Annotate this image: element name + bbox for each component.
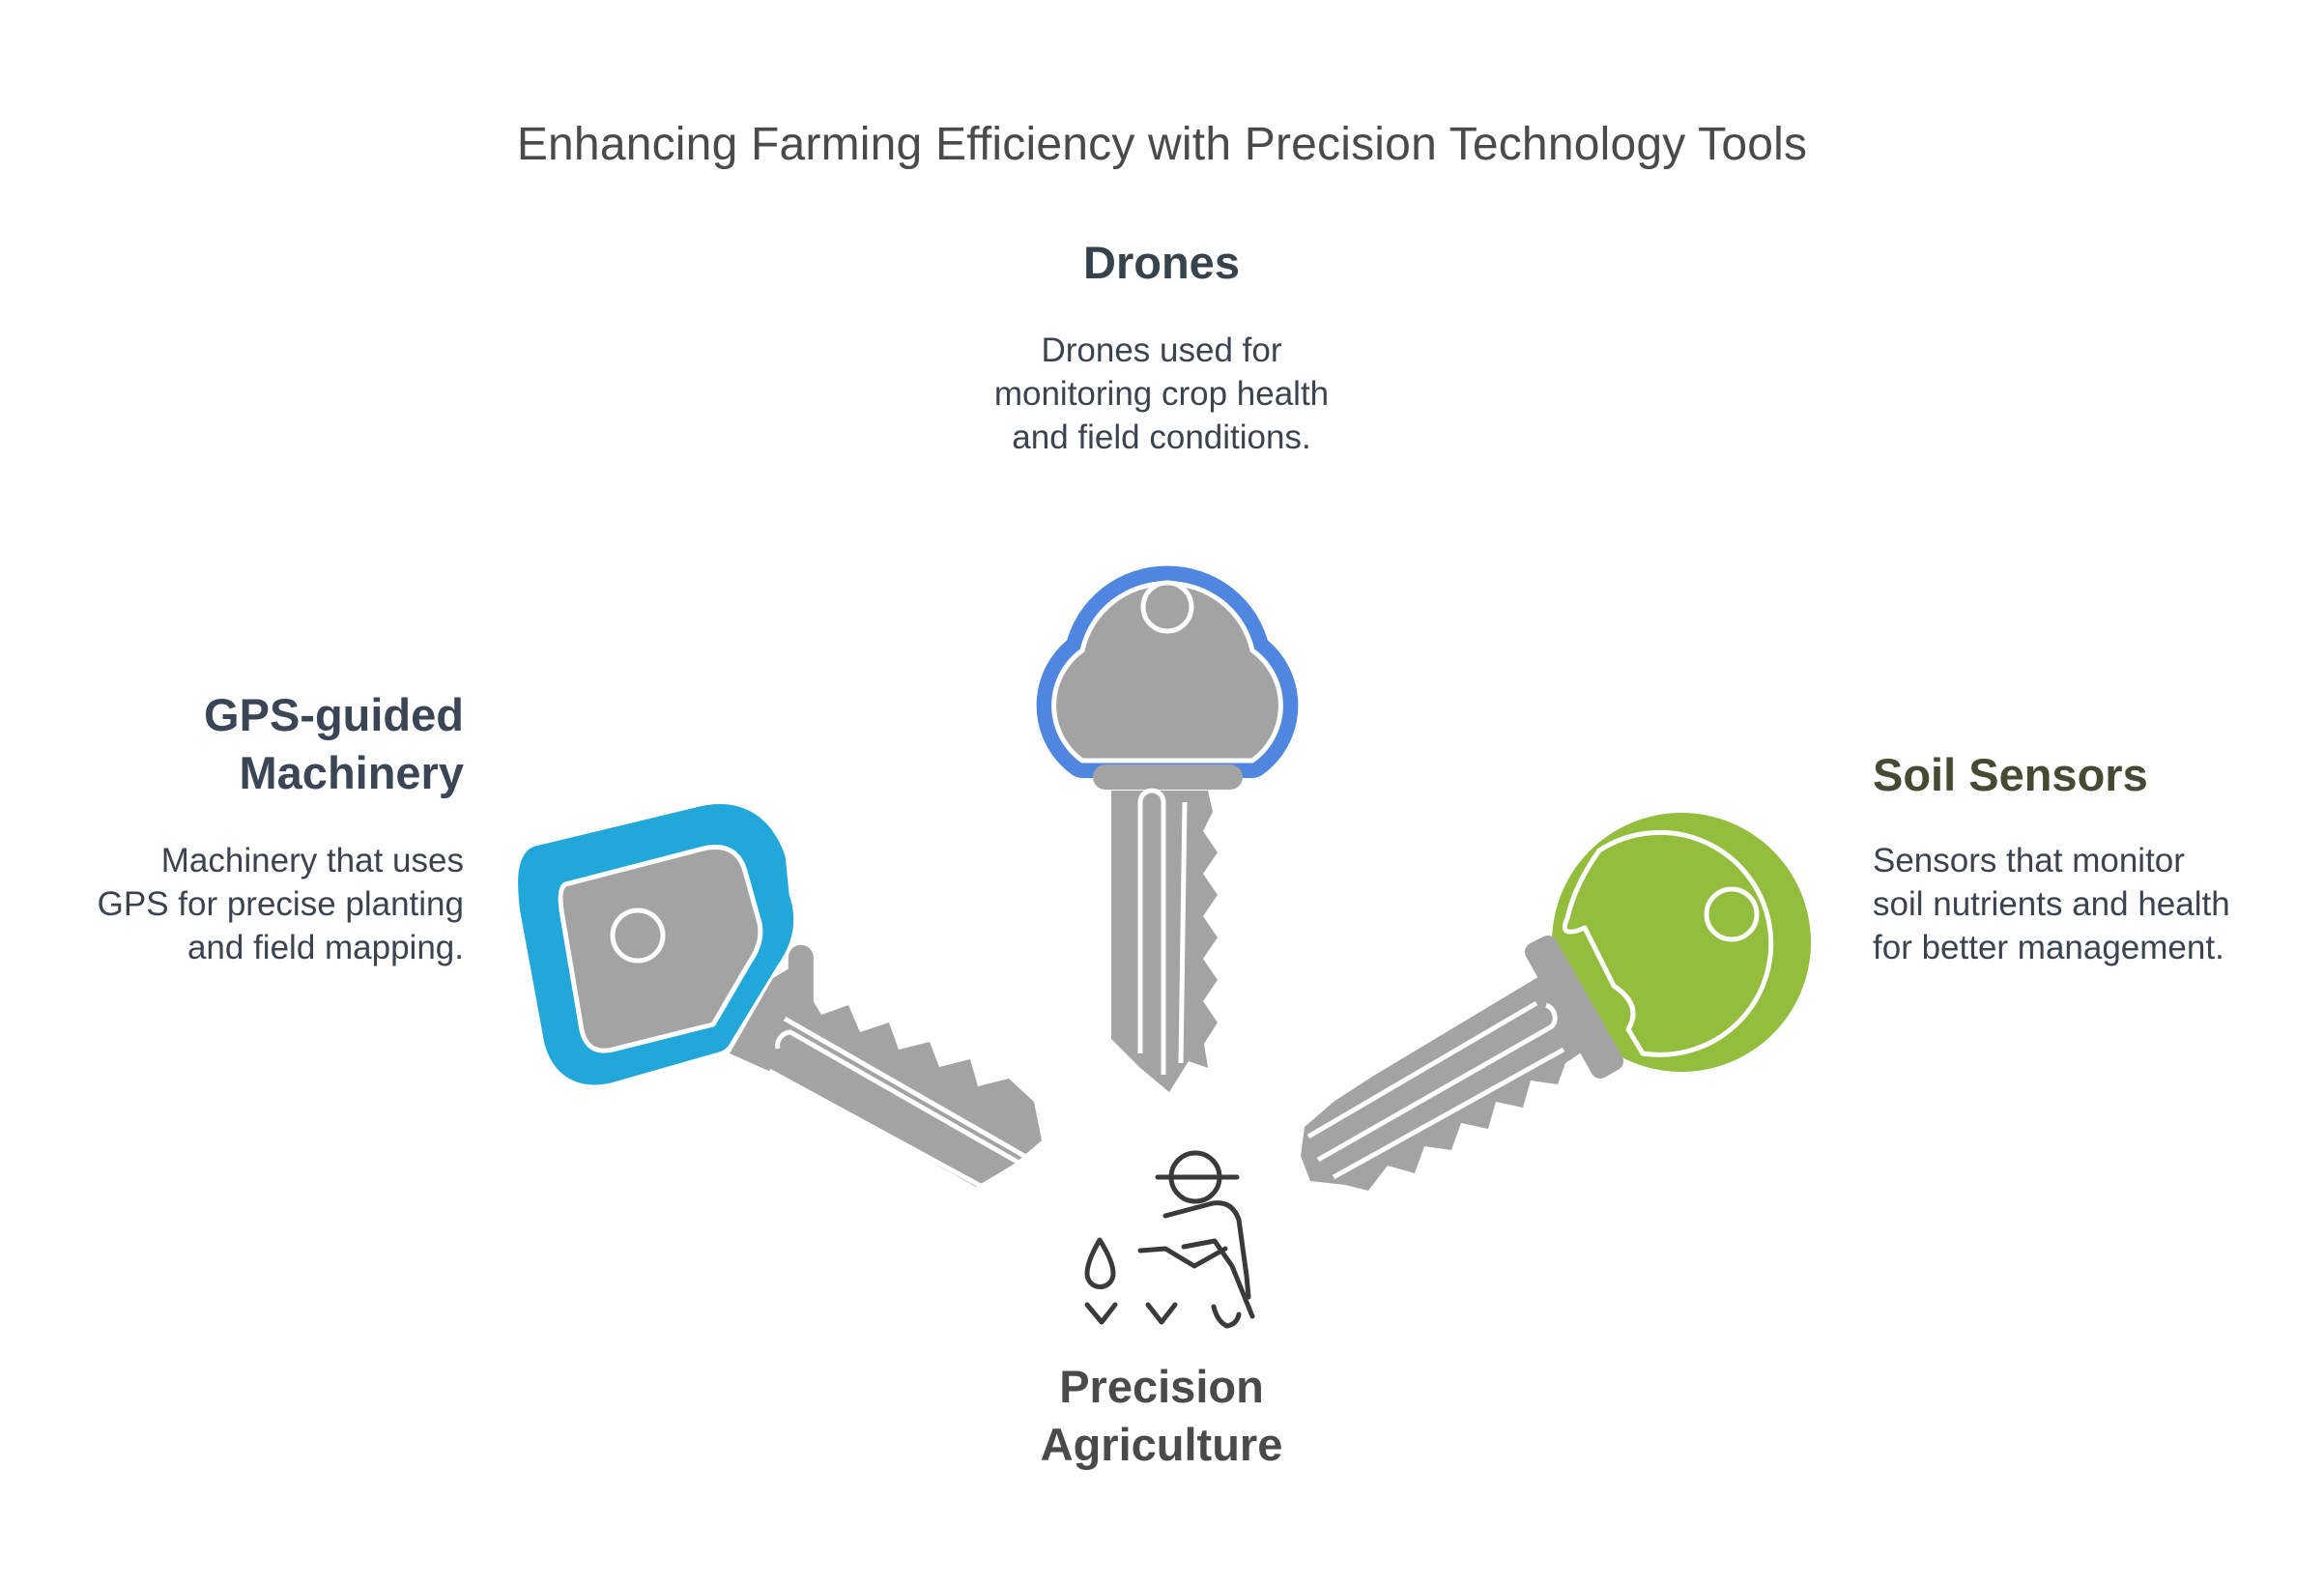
center-title-line: Agriculture [1040, 1419, 1283, 1470]
gps-desc-line: Machinery that uses [160, 842, 464, 879]
gps-key-icon [518, 804, 1042, 1194]
farmer-planting-icon [1084, 1150, 1255, 1329]
soil-key-icon [1301, 813, 1811, 1191]
drone-key-groove [1137, 788, 1166, 1075]
soil-sensors-description: Sensors that monitor soil nutrients and … [1873, 839, 2298, 969]
gps-title-line: Machinery [239, 747, 464, 798]
soil-sensors-title: Soil Sensors [1873, 749, 2148, 800]
soil-desc-line: Sensors that monitor [1873, 842, 2185, 879]
soil-key-blade [1301, 966, 1594, 1191]
soil-key-hole [1704, 886, 1760, 942]
drones-desc-line: and field conditions. [1012, 418, 1311, 456]
gps-machinery-description: Machinery that uses GPS for precise plan… [19, 839, 464, 969]
gps-key-groove [775, 1029, 1036, 1174]
gps-title-line: GPS-guided [204, 689, 464, 740]
drone-key-collar [1093, 764, 1243, 790]
drone-key-hole [1140, 580, 1194, 634]
soil-desc-line: for better management. [1873, 929, 2224, 966]
gps-key-groove [767, 1068, 991, 1194]
soil-key-head [1562, 829, 1774, 1057]
center-title-line: Precision [1059, 1361, 1264, 1412]
drone-key-icon [1036, 565, 1299, 1092]
drone-key-head [1051, 581, 1283, 764]
diagram-title: Enhancing Farming Efficiency with Precis… [516, 119, 1808, 170]
drones-desc-line: monitoring crop health [993, 375, 1330, 413]
soil-key-groove [1306, 1000, 1538, 1139]
drones-title: Drones [1083, 237, 1240, 288]
soil-key-groove [1332, 1047, 1565, 1180]
gps-key-hole [610, 908, 666, 964]
gps-desc-line: and field mapping. [186, 929, 464, 966]
gps-key-groove [783, 1016, 1026, 1159]
precision-agriculture-title: Precision Agriculture [872, 1358, 1451, 1474]
soil-desc-line: soil nutrients and health [1873, 885, 2230, 923]
drones-desc-line: Drones used for [1041, 331, 1282, 369]
gps-desc-line: GPS for precise planting [97, 885, 464, 923]
drone-key-groove [1178, 801, 1188, 1064]
drones-description: Drones used for monitoring crop health a… [872, 329, 1451, 459]
soil-key-groove [1316, 1002, 1558, 1163]
gps-machinery-title: GPS-guided Machinery [39, 686, 464, 802]
